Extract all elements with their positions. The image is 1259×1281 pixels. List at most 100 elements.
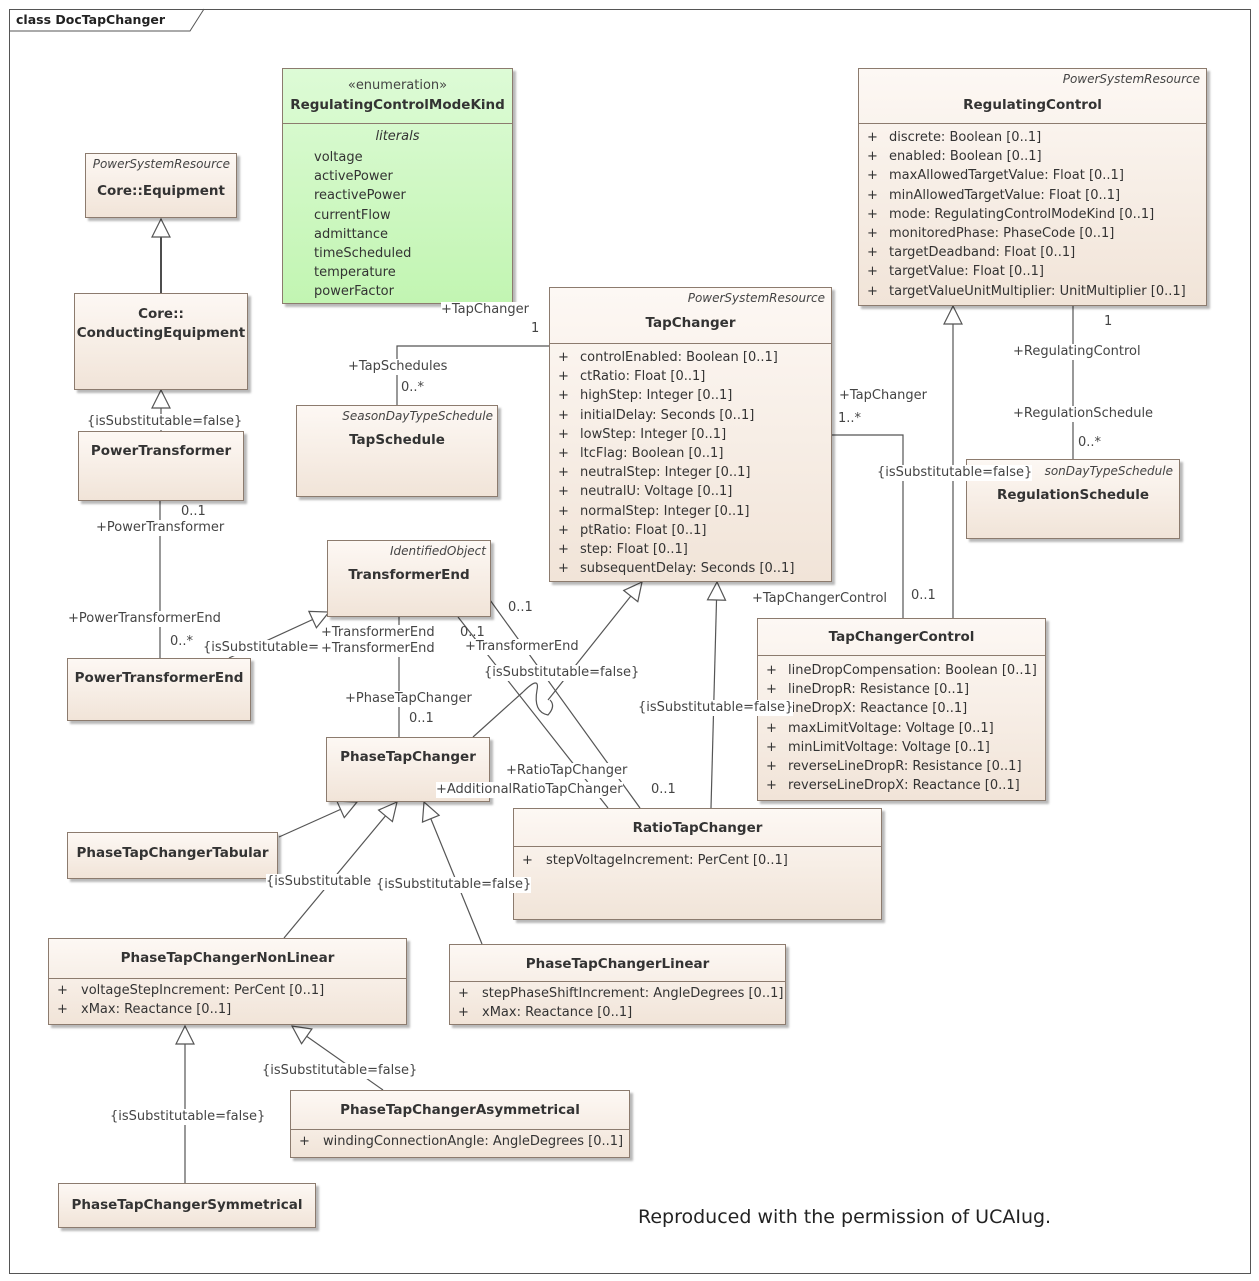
multiplicity-label: 1: [531, 321, 540, 336]
class-transformer-end[interactable]: IdentifiedObject TransformerEnd: [327, 540, 491, 617]
attribute-item: +xMax: Reactance [0..1]: [57, 1002, 232, 1018]
class-name: TapSchedule: [349, 432, 445, 448]
assoc-tapchanger-tapchangercontrol: [832, 434, 904, 618]
class-core-conducting-equipment[interactable]: Core:: ConductingEquipment: [74, 293, 248, 390]
class-name: RegulationSchedule: [996, 487, 1150, 503]
literal-item: currentFlow: [314, 207, 391, 223]
class-name: PhaseTapChangerSymmetrical: [71, 1197, 303, 1213]
class-name: PowerTransformerEnd: [74, 670, 244, 686]
literal-item: temperature: [314, 265, 396, 281]
diagram-frame: [9, 9, 1251, 1274]
class-tap-changer[interactable]: PowerSystemResource TapChanger +controlE…: [549, 287, 832, 582]
class-name: PhaseTapChangerNonLinear: [120, 950, 335, 966]
attribute-item: +minAllowedTargetValue: Float [0..1]: [867, 187, 1121, 203]
generalization-linear: [424, 802, 483, 945]
class-parent-label: PowerSystemResource: [92, 157, 230, 171]
attribute-item: +lineDropR: Resistance [0..1]: [766, 682, 970, 698]
attribute-item: +subsequentDelay: Seconds [0..1]: [558, 561, 795, 577]
class-phase-tap-changer-asymmetrical[interactable]: PhaseTapChangerAsymmetrical +windingConn…: [290, 1090, 630, 1158]
generalization-asymmetrical: [292, 1026, 384, 1091]
attribute-item: +windingConnectionAngle: AngleDegrees [0…: [299, 1134, 624, 1149]
multiplicity-label: 0..1: [911, 588, 936, 603]
constraint-label: {isSubstitutable=false}: [484, 665, 640, 681]
role-label: +PowerTransformer: [96, 520, 225, 536]
literal-item: powerFactor: [314, 284, 394, 300]
class-parent-label: IdentifiedObject: [389, 544, 486, 558]
attribute-item: +step: Float [0..1]: [558, 541, 688, 557]
attribute-item: +mode: RegulatingControlModeKind [0..1]: [867, 206, 1155, 222]
class-phase-tap-changer-linear[interactable]: PhaseTapChangerLinear +stepPhaseShiftInc…: [449, 944, 786, 1025]
class-regulating-control[interactable]: PowerSystemResource RegulatingControl +d…: [858, 68, 1207, 306]
role-label: +TapChanger: [441, 302, 530, 318]
attribute-item: +lineDropX: Reactance [0..1]: [766, 701, 968, 717]
attribute-list: +stepPhaseShiftIncrement: AngleDegrees […: [450, 982, 785, 1022]
attribute-item: +controlEnabled: Boolean [0..1]: [558, 350, 778, 365]
attribute-item: +enabled: Boolean [0..1]: [867, 149, 1042, 165]
class-power-transformer[interactable]: PowerTransformer: [78, 431, 244, 501]
class-name: RegulatingControlModeKind: [290, 97, 505, 113]
attribute-list: +lineDropCompensation: Boolean [0..1] +l…: [758, 656, 1045, 795]
attribute-list: +voltageStepIncrement: PerCent [0..1] +x…: [49, 979, 406, 1019]
attribute-list: +controlEnabled: Boolean [0..1] +ctRatio…: [550, 344, 831, 578]
class-name: TapChanger: [645, 315, 736, 331]
role-label: +RegulatingControl: [1013, 344, 1141, 360]
multiplicity-label: 0..1: [651, 782, 676, 797]
enum-stereotype: «enumeration»: [347, 78, 448, 93]
attribute-item: +neutralStep: Integer [0..1]: [558, 465, 751, 481]
role-label: +TransformerEnd: [465, 639, 579, 655]
class-ratio-tap-changer[interactable]: RatioTapChanger +stepVoltageIncrement: P…: [513, 808, 882, 920]
multiplicity-label: 0..1: [181, 504, 206, 519]
attribute-list: +windingConnectionAngle: AngleDegrees [0…: [291, 1130, 629, 1151]
attribute-item: +lowStep: Integer [0..1]: [558, 426, 727, 442]
class-name-line2: ConductingEquipment: [76, 325, 246, 341]
literal-list: voltage activePower reactivePower curren…: [283, 148, 512, 302]
assoc-tapchanger-tapschedule: [396, 345, 550, 405]
class-name: TapChangerControl: [828, 629, 975, 645]
attribute-item: +minLimitVoltage: Voltage [0..1]: [766, 739, 990, 755]
literal-item: voltage: [314, 150, 363, 165]
permission-credit: Reproduced with the permission of UCAIug…: [638, 1206, 1052, 1228]
class-name: PhaseTapChangerLinear: [525, 956, 710, 972]
multiplicity-label: 1..*: [838, 411, 862, 426]
class-phase-tap-changer-symmetrical[interactable]: PhaseTapChangerSymmetrical: [58, 1183, 316, 1228]
class-parent-label: SeasonDayTypeSchedule: [342, 409, 493, 423]
multiplicity-label: 0..1: [460, 625, 485, 640]
class-name: RatioTapChanger: [632, 820, 763, 836]
generalization-nonlinear: [283, 802, 397, 939]
class-name: PhaseTapChangerTabular: [76, 845, 269, 861]
class-name: PowerTransformer: [90, 443, 232, 459]
attribute-item: +reverseLineDropR: Resistance [0..1]: [766, 758, 1022, 774]
attribute-item: +ltcFlag: Boolean [0..1]: [558, 445, 724, 461]
role-label: +PhaseTapChanger: [345, 691, 472, 707]
enum-regulating-control-mode-kind[interactable]: «enumeration» RegulatingControlModeKind …: [282, 68, 513, 304]
attribute-item: +ctRatio: Float [0..1]: [558, 369, 706, 385]
attribute-item: +monitoredPhase: PhaseCode [0..1]: [867, 225, 1115, 241]
role-label: +TapSchedules: [348, 359, 448, 375]
class-name: PhaseTapChangerAsymmetrical: [340, 1102, 580, 1118]
constraint-label: {isSubstitutable=false}: [638, 700, 794, 716]
constraint-label: {isSubstitutable: [266, 874, 372, 890]
attribute-item: +reverseLineDropX: Reactance [0..1]: [766, 778, 1020, 794]
class-parent-label: PowerSystemResource: [687, 291, 825, 305]
class-power-transformer-end[interactable]: PowerTransformerEnd: [67, 658, 251, 721]
attribute-list: +discrete: Boolean [0..1] +enabled: Bool…: [859, 124, 1206, 301]
attribute-item: +lineDropCompensation: Boolean [0..1]: [766, 663, 1037, 678]
multiplicity-label: 0..*: [401, 380, 425, 395]
class-core-equipment[interactable]: PowerSystemResource Core::Equipment: [85, 153, 237, 218]
attribute-item: +normalStep: Integer [0..1]: [558, 503, 750, 519]
role-label: +TapChanger: [839, 388, 928, 404]
class-parent-label: sonDayTypeSchedule: [1044, 464, 1173, 478]
attribute-item: +targetDeadband: Float [0..1]: [867, 245, 1076, 261]
class-tap-schedule[interactable]: SeasonDayTypeSchedule TapSchedule: [296, 405, 498, 497]
constraint-label: {isSubstitutable=false}: [376, 877, 532, 893]
generalization-ratiotapchanger: [711, 582, 717, 809]
literal-item: admittance: [314, 226, 389, 242]
attribute-item: +discrete: Boolean [0..1]: [867, 130, 1042, 145]
class-phase-tap-changer-tabular[interactable]: PhaseTapChangerTabular: [67, 832, 278, 879]
generalization-phasetapchanger: [472, 691, 524, 738]
class-phase-tap-changer-non-linear[interactable]: PhaseTapChangerNonLinear +voltageStepInc…: [48, 938, 407, 1025]
class-name: RegulatingControl: [963, 97, 1102, 113]
attribute-item: +xMax: Reactance [0..1]: [458, 1005, 633, 1021]
constraint-label: {isSubstitutable=false}: [87, 414, 243, 430]
class-tap-changer-control[interactable]: TapChangerControl +lineDropCompensation:…: [757, 618, 1046, 801]
